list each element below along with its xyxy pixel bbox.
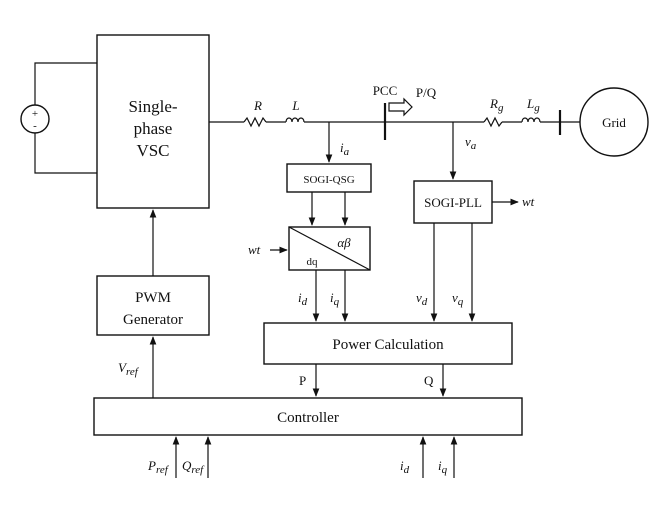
- resistor-rg-icon: [483, 116, 503, 128]
- label-id-in: id: [400, 458, 410, 476]
- vsc-label-1: Single-: [128, 97, 177, 116]
- controller-block: [93, 397, 523, 436]
- label-rg: Rg: [489, 96, 504, 114]
- label-l: L: [291, 98, 299, 113]
- power-calc-label: Power Calculation: [332, 337, 444, 353]
- label-wt-in: wt: [248, 242, 261, 257]
- transform-ab-label: αβ: [337, 235, 351, 250]
- label-iq-in: iq: [438, 458, 448, 476]
- controller-label: Controller: [277, 410, 339, 426]
- power-calc-block: [263, 322, 513, 365]
- source-top-wire: [34, 62, 97, 105]
- transform-dq-label: dq: [307, 256, 319, 268]
- label-wt-pll: wt: [522, 194, 535, 209]
- label-pref: Pref: [147, 458, 170, 476]
- pwm-label-1: PWM: [135, 290, 171, 306]
- label-vref: Vref: [118, 360, 140, 378]
- label-r: R: [253, 98, 262, 113]
- sogi-pll-block: [413, 180, 493, 224]
- vsc-label-3: VSC: [136, 141, 169, 160]
- label-qref: Qref: [182, 458, 205, 476]
- source-bottom-wire: [34, 133, 97, 174]
- label-lg: Lg: [526, 96, 540, 114]
- label-va: va: [465, 134, 477, 152]
- transform-diagonal: [288, 226, 371, 271]
- sogi-qsg-block: [286, 163, 372, 193]
- label-vd: vd: [416, 290, 428, 308]
- label-q: Q: [424, 373, 434, 388]
- label-p: P: [299, 373, 306, 388]
- inductor-lg-icon: [521, 117, 541, 123]
- inductor-l-icon: [285, 117, 305, 123]
- label-pq-flow: P/Q: [416, 85, 437, 100]
- sogi-pll-label: SOGI-PLL: [424, 195, 482, 210]
- pq-flow-arrow-icon: [388, 97, 413, 117]
- label-ia: ia: [340, 140, 350, 158]
- dc-source: + -: [20, 62, 97, 174]
- vsc-block: [96, 34, 210, 209]
- ac-line: [209, 97, 580, 140]
- sogi-qsg-label: SOGI-QSG: [303, 174, 354, 186]
- grid-label: Grid: [602, 115, 626, 130]
- label-id: id: [298, 290, 308, 308]
- pwm-label-2: Generator: [123, 312, 183, 328]
- source-minus: -: [33, 120, 37, 132]
- vsc-label-2: phase: [134, 119, 173, 138]
- dc-source-icon: [20, 104, 50, 134]
- source-plus: +: [32, 108, 38, 120]
- grid-circle: [579, 87, 649, 157]
- label-pcc: PCC: [373, 83, 398, 98]
- pwm-block: [96, 275, 210, 336]
- label-iq: iq: [330, 290, 340, 308]
- resistor-r-icon: [243, 116, 267, 128]
- label-vq: vq: [452, 290, 464, 308]
